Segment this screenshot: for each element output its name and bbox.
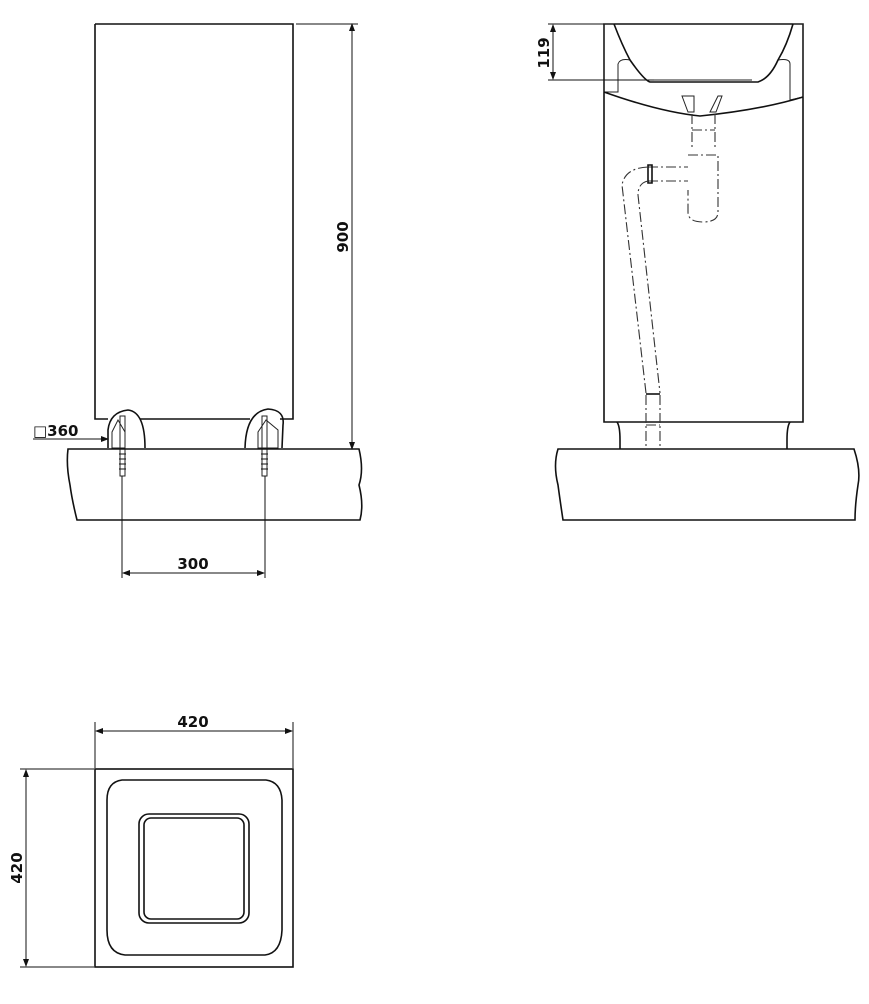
side-section-view: 119 [535, 23, 860, 521]
floor-slab-left [66, 448, 363, 521]
plan-width-label: 420 [177, 713, 208, 731]
waste-pipe [621, 166, 661, 394]
left-foot [107, 409, 146, 449]
floor-slab-right [554, 448, 860, 521]
bottle-trap [687, 114, 719, 223]
right-foot [244, 408, 285, 449]
column-outline [94, 23, 294, 420]
basin-depth-label: 119 [535, 37, 553, 68]
plan-depth-label: 420 [8, 852, 26, 883]
basin-bowl-inner [143, 817, 245, 920]
basin-bowl-outer [138, 813, 250, 924]
front-elevation-view: 900 □360 300 [33, 23, 363, 578]
basin-rim [106, 779, 283, 956]
plinth [616, 421, 791, 449]
fixing-distance-label: 300 [177, 555, 208, 573]
base-square-dimension-label: □360 [33, 422, 78, 440]
basin-inner-surface [613, 23, 794, 83]
basin-underside [603, 91, 804, 117]
plan-outline [94, 768, 294, 968]
plan-view: 420 420 [8, 713, 294, 968]
column-section-outline [603, 23, 804, 423]
height-dimension-label: 900 [334, 221, 352, 252]
trap-outlet-pipe [648, 166, 688, 182]
